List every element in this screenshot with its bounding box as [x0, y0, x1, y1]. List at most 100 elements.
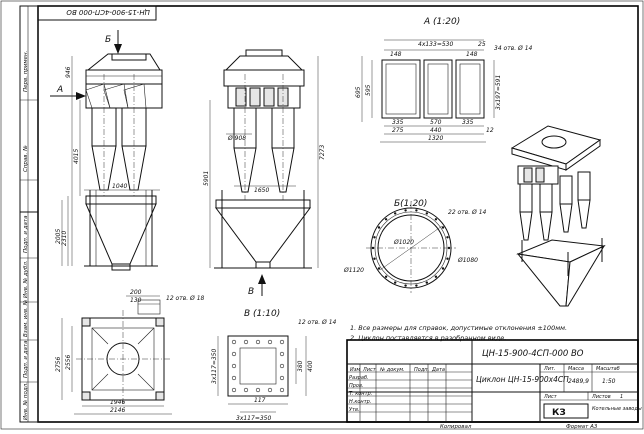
dim-2005: 2005 [55, 229, 62, 244]
dim-1040: 1040 [112, 183, 127, 190]
flange-hole [267, 339, 273, 345]
dim-a-570: 570 [430, 119, 442, 126]
flange-hole [255, 387, 261, 393]
bolt-hole [404, 284, 407, 287]
dim-4015: 4015 [73, 149, 80, 164]
note-2: 2. Циклон поставляется в разобранном вид… [350, 334, 506, 342]
flange-hole [267, 387, 273, 393]
tb-format: Формат А3 [566, 424, 598, 430]
bolt-hole [373, 236, 376, 239]
view-b: Б(1:20) Ø1020 22 отв. Ø 14 Ø1080 Ø1120 [343, 199, 487, 293]
dim-v-380: 380 [297, 360, 304, 372]
front-view: Б А 946 [50, 30, 163, 271]
view-v-holes [231, 339, 285, 393]
bolt-hole [371, 246, 375, 250]
dim-a-595: 595 [365, 84, 372, 96]
bolt-hole [441, 226, 445, 229]
flange-hole [231, 363, 237, 369]
bolt-hole [415, 284, 418, 287]
title-block-grid [347, 364, 472, 422]
dim-bot-12: 12 отв. Ø 18 [166, 295, 205, 302]
dim-bot-2146: 2146 [110, 407, 125, 414]
bolt-hole [441, 267, 445, 270]
tb-mass-label: Масса [568, 366, 584, 372]
view-a: А (1:20) 4х133=530 148 148 25 34 отв. Ø … [355, 17, 533, 143]
strip-label-6: Подп. и дата [23, 340, 29, 378]
flange-hole [279, 375, 285, 381]
dim-a-148a: 148 [390, 51, 402, 58]
tb-sheet-label: Лист [543, 394, 558, 400]
dim-bot-1946: 1946 [110, 399, 125, 406]
dim-b-1080: Ø1080 [457, 257, 478, 264]
dim-a-335b: 335 [462, 119, 474, 126]
dim-2310: 2310 [61, 231, 68, 246]
tb-sheets-value: 1 [620, 394, 623, 400]
dim-1650: 1650 [254, 187, 269, 194]
view-v: В (1:10) 12 отв. Ø 14 3х117=350 380 400 … [211, 309, 337, 422]
bolt-hole [447, 246, 451, 250]
bolt-hole [434, 218, 438, 221]
dim-a-275: 275 [392, 127, 404, 134]
arrow-v-label: В [248, 287, 254, 297]
dim-a-top: 4х133=530 [418, 41, 453, 48]
flange-hole [243, 339, 249, 345]
flange-hole [231, 375, 237, 381]
bolt-hole [434, 275, 438, 278]
strip-label-2: Справ. № [23, 145, 29, 172]
tb-product-name: Циклон ЦН-15-900х4СП [476, 375, 569, 384]
rotated-doc-code: ЦН-15-900-4СП-000 ВО [66, 8, 150, 16]
tb-lit: Лит. [543, 366, 556, 372]
tb-doc-code: ЦН-15-900-4СП-000 ВО [482, 349, 584, 359]
bolt-hole [446, 257, 449, 260]
dim-908: Ø 908 [227, 135, 246, 142]
tb-copied: Копировал [440, 424, 472, 430]
tb-col-list: Лист [362, 367, 377, 373]
dim-a-25: 25 [478, 41, 486, 48]
dim-7273: 7273 [319, 145, 326, 160]
bolt-holes [371, 209, 451, 287]
bolt-hole [415, 209, 418, 212]
tb-col-doc: № докум. [379, 367, 405, 373]
dim-946: 946 [65, 66, 72, 78]
dim-bot-2756: 2756 [55, 357, 62, 372]
tb-role-4: Н.контр. [349, 399, 371, 405]
arrow-b-label: Б [105, 35, 111, 45]
dim-bot-2556: 2556 [65, 355, 72, 370]
bolt-hole [377, 226, 381, 229]
dim-v-12: 12 отв. Ø 14 [298, 319, 337, 326]
flange-hole [255, 339, 261, 345]
flange-hole [231, 387, 237, 393]
dim-b-1120: Ø1120 [343, 267, 364, 274]
strip-label-5: Взам. инв. № [23, 299, 29, 337]
view-v-title: В (1:10) [244, 309, 280, 319]
tb-col-izm: Изм [350, 367, 360, 373]
rotated-code-box: ЦН-15-900-4СП-000 ВО [37, 5, 157, 21]
flange-hole [279, 387, 285, 393]
dim-a-335a: 335 [392, 119, 404, 126]
tb-company: Котельные заводы [592, 406, 642, 412]
flange-hole [231, 339, 237, 345]
strip-label-4: Инв. № дубл. [23, 260, 29, 298]
dim-bot-200: 200 [130, 289, 142, 296]
flange-hole [231, 351, 237, 357]
dim-a-1320: 1320 [428, 135, 443, 142]
dim-a-440: 440 [430, 127, 442, 134]
tb-role-3: Т. контр. [349, 391, 372, 397]
flange-hole [243, 387, 249, 393]
tb-col-date: Дата [431, 367, 445, 373]
strip-label-7: Инв. № подл. [23, 382, 29, 420]
title-block: Изм Лист № докум. Подп. Дата Разраб. Про… [346, 339, 642, 430]
tb-scale-label: Масштаб [596, 366, 620, 372]
bolt-hole [384, 218, 388, 221]
dim-a-34: 34 отв. Ø 14 [494, 45, 533, 52]
dim-a-12: 12 [486, 127, 494, 134]
bolt-hole [377, 267, 381, 270]
flange-hole [279, 351, 285, 357]
tb-role-1: Разраб. [349, 375, 369, 381]
tb-sheets-label: Листов [591, 394, 611, 400]
dim-bot-130: 130 [130, 297, 142, 304]
bolt-hole [404, 209, 407, 212]
tb-mass-value: 2489,9 [568, 378, 589, 385]
